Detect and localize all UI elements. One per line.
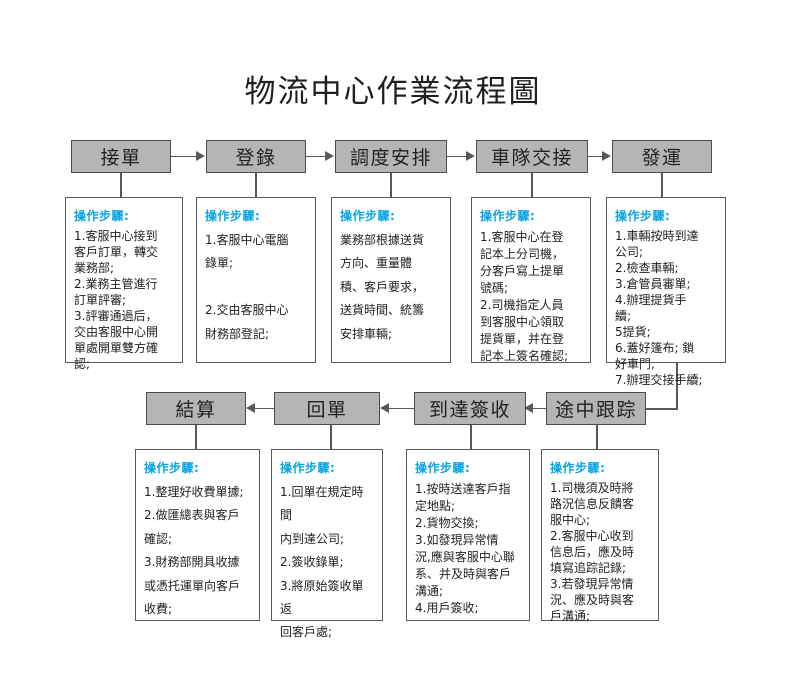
process-box-jiedan[interactable]: 接單 [71, 140, 171, 173]
detail-box-chedui-jiaojie: 操作步驟: 1.客服中心在登 記本上分司機， 分客戶寫上提單 號碼; 2.司機指… [471, 197, 591, 363]
detail-body: 1.客服中心電腦 錄單; 2.交由客服中心 財務部登記; [205, 233, 289, 341]
process-label: 結算 [175, 399, 217, 421]
detail-header: 操作步驟: [415, 461, 471, 475]
connector-chedui-fayun [588, 155, 603, 158]
arrowhead-diaodu [325, 151, 334, 161]
process-box-diaodu-anpai[interactable]: 調度安排 [335, 140, 447, 173]
detail-body: 1.客服中心接到 客戶訂單，轉交 業務部; 2.業務主管進行 訂單評審; 3.評… [74, 229, 159, 371]
detail-body: 1.司機須及時將 路況信息反饋客 服中心; 2.客服中心收到 信息后，應及時 填… [550, 481, 635, 623]
connector-huidan-jiesuan [255, 407, 275, 410]
detail-box-fayun: 操作步驟: 1.車輛按時到達 公司; 2.檢查車輛; 3.倉管員審單; 4.辦理… [606, 197, 726, 387]
page-title: 物流中心作業流程圖 [244, 74, 542, 110]
process-box-fayun[interactable]: 發運 [612, 140, 712, 173]
wrap-connector-horizontal [645, 408, 678, 410]
detail-box-tuzhong-genzong: 操作步驟: 1.司機須及時將 路況信息反饋客 服中心; 2.客服中心收到 信息后… [541, 449, 659, 623]
process-box-daoda-qianshou[interactable]: 到達簽收 [414, 392, 526, 425]
detail-body: 業務部根據送貨 方向、重量體 積、客戶要求， 送貨時間、統籌 安排車輛; [340, 233, 425, 341]
arrowhead-huidan [380, 403, 389, 413]
process-label: 車隊交接 [490, 147, 573, 169]
stem-fayun [661, 173, 663, 198]
connector-diaodu-chedui [447, 155, 467, 158]
connector-daoda-huidan [389, 407, 415, 410]
detail-box-huidan: 操作步驟: 1.回單在規定時間 内到達公司; 2.簽收錄單; 3.將原始簽收單返… [271, 449, 383, 639]
process-box-jiesuan[interactable]: 結算 [146, 392, 246, 425]
process-label: 登錄 [235, 147, 277, 169]
process-box-chedui-jiaojie[interactable]: 車隊交接 [476, 140, 588, 173]
stem-huidan [330, 425, 332, 450]
process-box-tuzhong-genzong[interactable]: 途中跟踪 [546, 392, 646, 425]
process-label: 回單 [306, 399, 348, 421]
connector-jiedan-denglu [171, 155, 197, 158]
detail-body: 1.回單在規定時間 内到達公司; 2.簽收錄單; 3.將原始簽收單返 回客戶處; [280, 485, 364, 640]
stem-jiesuan [195, 425, 197, 450]
arrowhead-daoda-qianshou [524, 403, 533, 413]
process-label: 調度安排 [349, 147, 432, 169]
stem-jiedan [120, 173, 122, 198]
process-label: 發運 [641, 147, 683, 169]
stem-daoda-qianshou [470, 425, 472, 450]
detail-body: 1.按時送達客戶指 定地點; 2.貨物交換; 3.如發現异常情 況,應與客服中心… [415, 482, 515, 616]
detail-box-diaodu-anpai: 操作步驟: 業務部根據送貨 方向、重量體 積、客戶要求， 送貨時間、統籌 安排車… [331, 197, 451, 363]
detail-body: 1.整理好收費單據; 2.做匯總表與客戶 確認; 3.財務部開具收據 或憑托運單… [144, 485, 244, 616]
wrap-connector-vertical [676, 363, 678, 409]
detail-box-denglu: 操作步驟: 1.客服中心電腦 錄單; 2.交由客服中心 財務部登記; [196, 197, 316, 363]
detail-box-daoda-qianshou: 操作步驟: 1.按時送達客戶指 定地點; 2.貨物交換; 3.如發現异常情 況,… [406, 449, 530, 621]
detail-box-jiesuan: 操作步驟: 1.整理好收費單據; 2.做匯總表與客戶 確認; 3.財務部開具收據… [135, 449, 260, 621]
detail-header: 操作步驟: [205, 209, 261, 223]
process-box-huidan[interactable]: 回單 [274, 392, 380, 425]
detail-header: 操作步驟: [615, 209, 671, 223]
detail-header: 操作步驟: [480, 209, 536, 223]
stem-diaodu [390, 173, 392, 198]
detail-header: 操作步驟: [280, 461, 336, 475]
detail-header: 操作步驟: [144, 461, 200, 475]
detail-body: 1.客服中心在登 記本上分司機， 分客戶寫上提單 號碼; 2.司機指定人員 到客… [480, 230, 569, 364]
detail-header: 操作步驟: [74, 209, 130, 223]
connector-tuzhong-daoda [533, 407, 547, 410]
stem-denglu [255, 173, 257, 198]
stem-tuzhong-genzong [596, 425, 598, 450]
arrowhead-fayun [602, 151, 611, 161]
arrowhead-denglu [196, 151, 205, 161]
process-box-denglu[interactable]: 登錄 [206, 140, 306, 173]
detail-header: 操作步驟: [550, 461, 606, 475]
detail-body: 1.車輛按時到達 公司; 2.檢查車輛; 3.倉管員審單; 4.辦理提貨手 續;… [615, 229, 703, 387]
stem-chedui [531, 173, 533, 198]
detail-box-jiedan: 操作步驟: 1.客服中心接到 客戶訂單，轉交 業務部; 2.業務主管進行 訂單評… [65, 197, 183, 371]
arrowhead-chedui [466, 151, 475, 161]
process-label: 到達簽收 [428, 399, 511, 421]
process-label: 途中跟踪 [554, 399, 637, 421]
detail-header: 操作步驟: [340, 209, 396, 223]
arrowhead-jiesuan [246, 403, 255, 413]
process-label: 接單 [100, 147, 142, 169]
connector-denglu-diaodu [306, 155, 326, 158]
